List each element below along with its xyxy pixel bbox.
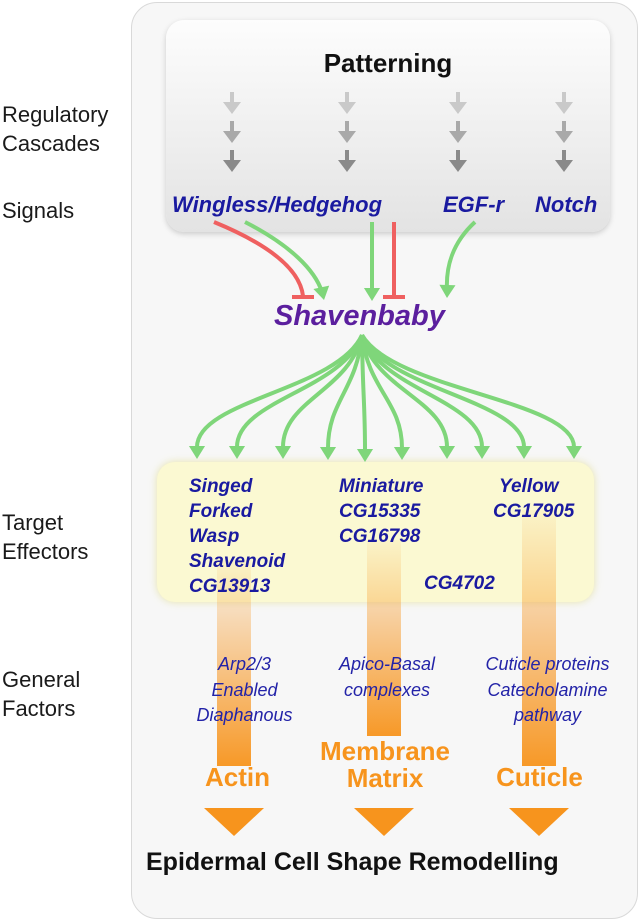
- fanout-arrow: [281, 334, 364, 448]
- activation-arrow: [244, 220, 324, 293]
- fanout-arrow: [195, 334, 364, 448]
- general-factors-label: General Factors: [2, 667, 81, 721]
- general-factors-col3: Cuticle proteins Catecholamine pathway: [485, 654, 610, 725]
- cascade-arrow-head: [338, 160, 356, 172]
- activation-arrowhead: [363, 288, 381, 301]
- gene-cg13913: CG13913: [189, 576, 271, 597]
- cascade-arrow-head: [338, 102, 356, 114]
- activation-arrowhead: [313, 285, 330, 300]
- fanout-arrowhead: [438, 446, 456, 459]
- gene-cg16798: CG16798: [339, 526, 421, 547]
- fanout-arrowhead: [565, 446, 583, 459]
- signals-label: Signals: [2, 198, 75, 223]
- general-factors-col2: Apico-Basal complexes: [338, 654, 436, 700]
- patterning-title: Patterning: [323, 48, 453, 78]
- cascade-arrow-head: [223, 160, 241, 172]
- cascade-arrow-head: [555, 131, 573, 143]
- fanout-arrowhead: [274, 446, 292, 459]
- fanout-arrow: [360, 333, 576, 448]
- target-genes-col2: Miniature CG15335 CG16798: [339, 474, 423, 549]
- fanout-arrow: [360, 334, 449, 448]
- regulatory-cascades-label: Regulatory Cascades: [2, 102, 109, 156]
- fanout-arrowhead: [228, 446, 246, 459]
- fanout-arrow: [235, 334, 364, 448]
- cascade-arrow-head: [555, 160, 573, 172]
- target-genes-col1: Singed Forked Wasp Shavenoid CG13913: [189, 474, 285, 599]
- signal-egfr: EGF-r: [443, 192, 505, 217]
- cascade-arrow-head: [449, 160, 467, 172]
- fanout-arrowhead: [188, 446, 206, 459]
- activation-arrowhead: [439, 284, 456, 298]
- activation-arrow: [444, 220, 477, 291]
- fanout-arrowhead: [356, 449, 374, 462]
- cascade-arrow-head: [223, 131, 241, 143]
- fanout-arrow: [360, 334, 367, 451]
- gene-cg15335: CG15335: [339, 501, 421, 522]
- fanout-arrowhead: [393, 447, 411, 460]
- actin-bar: [217, 560, 251, 766]
- target-genes-col3: Yellow CG17905: [493, 474, 574, 524]
- cuticle-bar: [522, 510, 556, 766]
- gene-singed: Singed: [189, 476, 253, 497]
- gene-miniature: Miniature: [339, 476, 424, 497]
- bottom-title: Epidermal Cell Shape Remodelling: [146, 848, 559, 876]
- target-effectors-label: Target Effectors: [2, 510, 89, 564]
- fanout-arrow: [326, 334, 364, 449]
- activation-arrows: [188, 220, 583, 462]
- shavenbaby-hub: Shavenbaby: [274, 300, 445, 332]
- patterning-box: [166, 20, 610, 232]
- fanout-arrow: [360, 334, 484, 448]
- membrane-matrix-bar: [367, 540, 401, 736]
- gene-wasp: Wasp: [189, 526, 240, 547]
- fanout-arrowhead: [319, 447, 337, 460]
- fanout-arrowhead: [515, 446, 533, 459]
- orange-arrowhead: [354, 808, 414, 836]
- cascade-arrow-head: [449, 131, 467, 143]
- signal-wingless-hedgehog: Wingless/Hedgehog: [172, 192, 383, 217]
- cascade-arrows: [223, 92, 573, 172]
- category-cuticle: Cuticle: [496, 762, 583, 792]
- general-factors-col1: Arp2/3 Enabled Diaphanous: [196, 654, 293, 725]
- gene-yellow: Yellow: [499, 476, 559, 497]
- cascade-arrow-head: [338, 131, 356, 143]
- gene-shavenoid: Shavenoid: [189, 551, 286, 572]
- orange-arrowhead: [509, 808, 569, 836]
- cascade-arrow-head: [555, 102, 573, 114]
- category-actin: Actin: [205, 762, 270, 792]
- orange-arrowhead: [204, 808, 264, 836]
- signal-notch: Notch: [535, 192, 598, 217]
- fanout-arrowhead: [473, 446, 491, 459]
- gene-forked: Forked: [189, 501, 253, 522]
- gene-cg17905: CG17905: [493, 501, 575, 522]
- repression-line: [213, 220, 305, 297]
- fanout-arrow: [360, 334, 526, 448]
- orange-arrowheads: [204, 808, 569, 836]
- fanout-arrow: [360, 334, 404, 449]
- cascade-arrow-head: [449, 102, 467, 114]
- category-membrane-matrix: Membrane Matrix: [319, 736, 451, 793]
- repression-lines: [213, 220, 405, 299]
- cascade-arrow-head: [223, 102, 241, 114]
- gene-cg4702: CG4702: [424, 573, 495, 594]
